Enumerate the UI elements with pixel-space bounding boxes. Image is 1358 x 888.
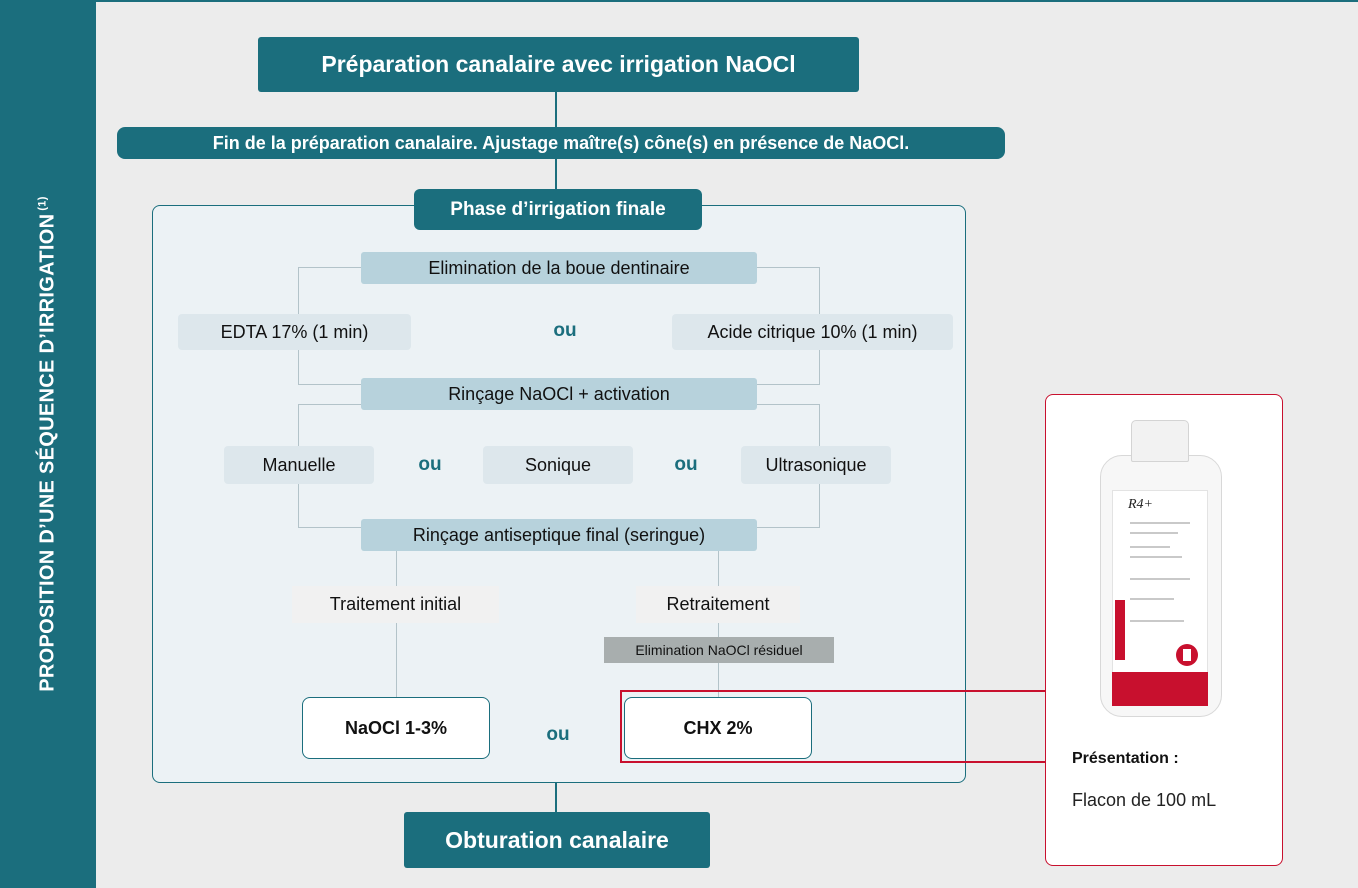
or-rinse-1: ou [418,454,442,475]
sidebar-ref: (1) [36,196,49,211]
bracket-smear-bottom-right [756,384,820,385]
final-rinse-title-text: Rinçage antiseptique final (seringue) [412,524,706,545]
step-preparation-text: Préparation canalaire avec irrigation Na… [321,51,796,77]
smear-layer-title: Elimination de la boue dentinaire [361,252,757,284]
connector-fin-phase [555,158,557,192]
or-rinse-2: ou [674,454,698,475]
sidebar: PROPOSITION D’UNE SÉQUENCE D’IRRIGATION (… [0,0,96,888]
step-fin-text: Fin de la préparation canalaire. Ajustag… [212,132,910,153]
step-phase-irrigation: Phase d’irrigation finale [414,189,702,230]
step-preparation: Préparation canalaire avec irrigation Na… [258,37,859,92]
label-line [1130,532,1178,534]
bracket-smear-bottom-left [298,384,362,385]
label-line [1130,578,1190,580]
callout-line-top [620,690,1046,692]
smear-layer-title-text: Elimination de la boue dentinaire [428,257,690,278]
retreatment-text: Retraitement [666,594,770,614]
option-edta: EDTA 17% (1 min) [178,314,411,350]
step-phase-text: Phase d’irrigation finale [450,198,666,220]
bottle-side-logo [1115,600,1125,660]
retreatment: Retraitement [636,586,800,623]
initial-treatment-text: Traitement initial [329,594,462,614]
step-obturation: Obturation canalaire [404,812,710,868]
option-edta-text: EDTA 17% (1 min) [220,321,369,342]
bracket-rinse-bottom-right [756,527,820,528]
final-phase-frame [152,205,966,783]
option-sonic: Sonique [483,446,633,484]
sidebar-title: PROPOSITION D’UNE SÉQUENCE D’IRRIGATION (… [37,196,60,691]
label-line [1130,556,1182,558]
label-line [1130,620,1184,622]
option-citric-acid: Acide citrique 10% (1 min) [672,314,953,350]
or-final: ou [546,724,570,745]
bottle-red-band [1112,672,1208,706]
bracket-rinse-bottom-left [298,527,362,528]
option-citric-text: Acide citrique 10% (1 min) [707,321,918,342]
label-line [1130,546,1170,548]
top-rule [0,0,1358,2]
agent-naocl-text: NaOCl 1-3% [344,717,448,738]
bracket-rinse-top-right [756,404,820,405]
step-obturation-text: Obturation canalaire [445,826,669,853]
option-manual: Manuelle [224,446,374,484]
rinse-activation-title-text: Rinçage NaOCl + activation [448,383,670,404]
option-sonic-text: Sonique [524,454,592,475]
agent-naocl: NaOCl 1-3% [302,697,490,759]
rinse-activation-title: Rinçage NaOCl + activation [361,378,757,410]
branch-retreatment-line [718,548,719,698]
option-manual-text: Manuelle [262,454,336,475]
initial-treatment: Traitement initial [292,586,499,623]
agent-chx-text: CHX 2% [683,717,753,738]
bottle-brand: R4+ [1128,497,1153,512]
bottle-cap [1131,420,1189,462]
agent-chx: CHX 2% [624,697,812,759]
label-line [1130,522,1190,524]
bracket-rinse-top-left [298,404,362,405]
step-fin-preparation: Fin de la préparation canalaire. Ajustag… [117,127,1005,159]
bracket-smear-top-left [298,267,362,268]
retreatment-note-text: Elimination NaOCl résiduel [635,642,803,658]
logo-cross [1183,649,1191,661]
retreatment-note: Elimination NaOCl résiduel [604,637,834,663]
callout-line-bottom [620,761,1046,763]
bracket-smear-top-right [756,267,820,268]
or-smear: ou [553,320,577,341]
option-ultrasonic-text: Ultrasonique [765,454,867,475]
branch-initial-line [396,548,397,698]
sidebar-title-text: PROPOSITION D’UNE SÉQUENCE D’IRRIGATION [36,213,59,692]
callout-line-vertical [620,690,622,762]
presentation-value: Flacon de 100 mL [1072,790,1217,810]
label-line [1130,598,1174,600]
presentation-label: Présentation : [1072,750,1179,767]
option-ultrasonic: Ultrasonique [741,446,891,484]
connector-top [555,92,557,128]
final-rinse-title: Rinçage antiseptique final (seringue) [361,519,757,551]
